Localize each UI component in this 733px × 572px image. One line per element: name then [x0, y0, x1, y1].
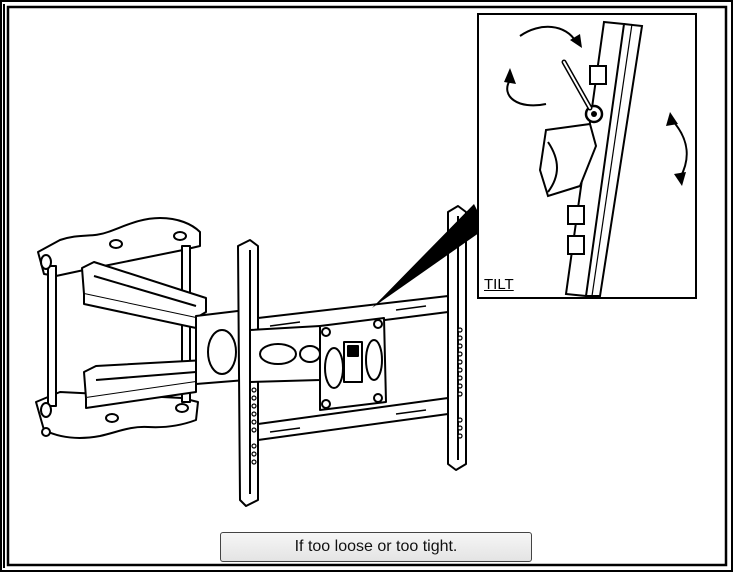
- tilt-label: TILT: [484, 276, 514, 293]
- tv-bracket: [237, 205, 467, 507]
- bracket-holes: [251, 327, 463, 465]
- caption-text: If too loose or too tight.: [294, 538, 458, 555]
- tilt-detail-inset: [477, 13, 697, 299]
- caption-box: If too loose or too tight.: [220, 532, 532, 562]
- extension-arms: [81, 261, 249, 409]
- wall-plate: [35, 217, 201, 439]
- callout-pointer: [372, 204, 486, 308]
- rail-slots: [269, 305, 427, 433]
